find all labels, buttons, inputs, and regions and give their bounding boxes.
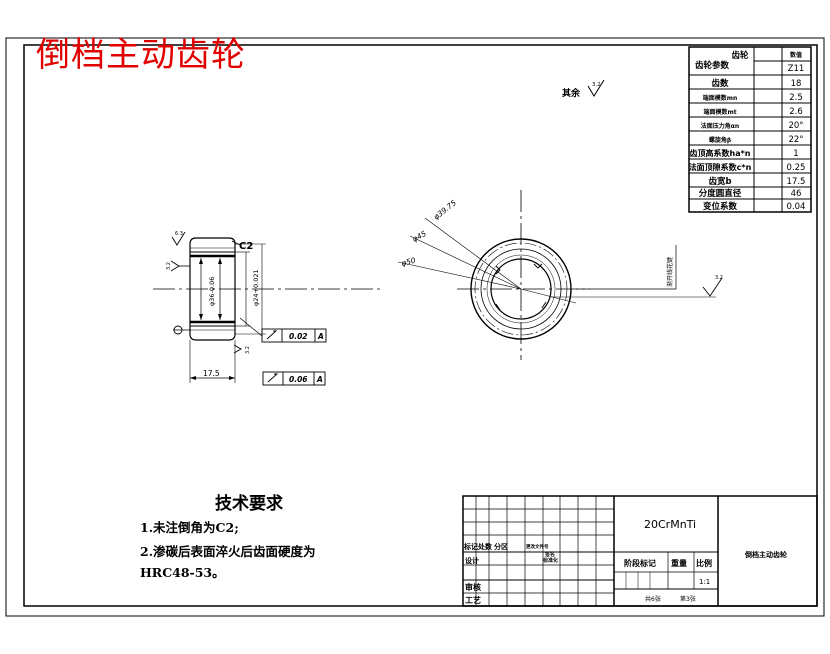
param-value: 20° — [788, 121, 803, 131]
gear-body-section — [189, 237, 236, 341]
tb-count: 处数 — [477, 542, 493, 551]
spline-note: 渐开线花键 — [666, 257, 674, 287]
tb-sheet-no: 第3张 — [680, 595, 696, 603]
param-value: 2.6 — [789, 107, 803, 117]
param-value: 1 — [793, 149, 798, 159]
roughness-symbol-icon — [587, 79, 605, 97]
outer-border — [5, 37, 825, 617]
width-dimension: 17.5 — [203, 369, 220, 378]
root-circle — [480, 248, 562, 330]
dia-dimension: φ45 — [411, 229, 428, 244]
title-block-text: 20CrMnTi 倒档主动齿轮 标记 处数 分区 更改文件号 签名 设计 标准化… — [463, 518, 787, 605]
roughness-value: 3.2 — [166, 262, 172, 270]
dia-dimension: φ39.75 — [432, 198, 459, 221]
param-value: 18 — [791, 79, 802, 89]
tb-doc: 更改文件号 — [526, 543, 549, 550]
runout-arrow-icon — [267, 373, 279, 383]
roughness-value: 3.2 — [245, 346, 251, 354]
roughness-symbol-icon — [702, 277, 723, 297]
inner-border — [23, 44, 818, 607]
datum-circle-icon — [173, 325, 183, 335]
param-value: 46 — [791, 189, 802, 199]
param-name: 变位系数 — [703, 201, 738, 212]
tb-sign: 签名 — [544, 551, 555, 558]
tb-std: 标准化 — [542, 557, 558, 564]
params-header-mid: 齿轮 — [731, 50, 749, 61]
param-name: 端面模数mt — [703, 108, 736, 116]
roughness-other-label: 其余 — [562, 87, 581, 99]
tb-weight: 重量 — [671, 558, 687, 568]
params-header-left: 齿轮参数 — [695, 60, 730, 71]
tolerance-value: 0.06 — [289, 375, 308, 384]
runout-arrow-icon — [266, 330, 278, 340]
param-name: 分度圆直径 — [699, 188, 742, 199]
tolerance-datum: A — [317, 332, 324, 341]
tb-zone: 分区 — [494, 542, 508, 551]
param-value: 0.25 — [787, 163, 806, 173]
tb-sheets: 共6张 — [645, 595, 661, 603]
spline-profile — [495, 263, 547, 311]
tb-scale-label: 比例 — [696, 558, 712, 568]
param-name: 齿宽b — [708, 176, 731, 187]
param-value: 0.04 — [787, 202, 806, 212]
param-value: 22° — [788, 135, 803, 145]
roughness-value: 3.2 — [715, 275, 723, 281]
param-name: 法面顶隙系数c*n — [689, 162, 752, 172]
param-value: 2.5 — [789, 93, 803, 103]
front-view-text: φ39.75 φ45 φ50 渐开线花键 3.2 — [400, 198, 723, 287]
dia-inner-dimension: φ24+0.021 — [252, 269, 260, 306]
roughness-value: 6.3 — [175, 231, 183, 237]
tb-review: 审核 — [465, 582, 481, 592]
params-table-text: 齿轮 齿轮参数 数值 Z11 齿数 18 端面模数mn 2.5 端面模数mt 2… — [689, 50, 806, 212]
param-name: 齿数 — [711, 78, 729, 89]
roughness-other: 其余 3.2 — [562, 79, 605, 99]
roughness-other-value: 3.2 — [592, 82, 601, 88]
tolerance-value: 0.02 — [289, 332, 308, 341]
tech-requirement-line: HRC48-53。 — [140, 565, 225, 580]
front-view — [397, 190, 723, 360]
bore-circle — [490, 258, 552, 320]
side-view-text: C2 17.5 φ36-0.06 φ24+0.021 6.3 3.2 3.2 0… — [166, 231, 324, 384]
part-name: 倒档主动齿轮 — [744, 550, 787, 559]
tolerance-datum: A — [316, 375, 323, 384]
chamfer-label: C2 — [239, 241, 253, 252]
tech-requirement-line: 1.未注倒角为C2; — [140, 520, 239, 535]
params-header-right-bottom: Z11 — [788, 64, 805, 74]
param-value: 17.5 — [787, 177, 806, 187]
material-name: 20CrMnTi — [644, 518, 696, 531]
tech-requirement-line: 2.渗碳后表面淬火后齿面硬度为 — [140, 544, 316, 559]
pitch-circle — [474, 242, 568, 336]
dia-dimension: φ50 — [400, 256, 416, 268]
side-view — [153, 231, 380, 386]
tb-process: 工艺 — [465, 595, 481, 605]
title-block — [462, 495, 818, 607]
param-name: 法面压力角αn — [701, 122, 739, 130]
tb-scale: 1:1 — [699, 578, 710, 586]
param-name: 齿顶高系数ha*n — [690, 148, 751, 158]
tech-requirements-title: 技术要求 — [215, 494, 283, 514]
params-header-right-top: 数值 — [790, 51, 802, 59]
param-name: 端面模数mn — [703, 94, 738, 102]
dia-outer-dimension: φ36-0.06 — [208, 277, 216, 306]
tb-stage: 阶段标记 — [624, 558, 656, 568]
tb-design: 设计 — [465, 556, 479, 565]
params-table — [688, 46, 812, 213]
tb-mark: 标记 — [463, 542, 478, 551]
drawing-title: 倒档主动齿轮 — [36, 35, 246, 75]
tip-circle — [470, 238, 572, 340]
param-name: 螺旋角β — [709, 136, 732, 144]
